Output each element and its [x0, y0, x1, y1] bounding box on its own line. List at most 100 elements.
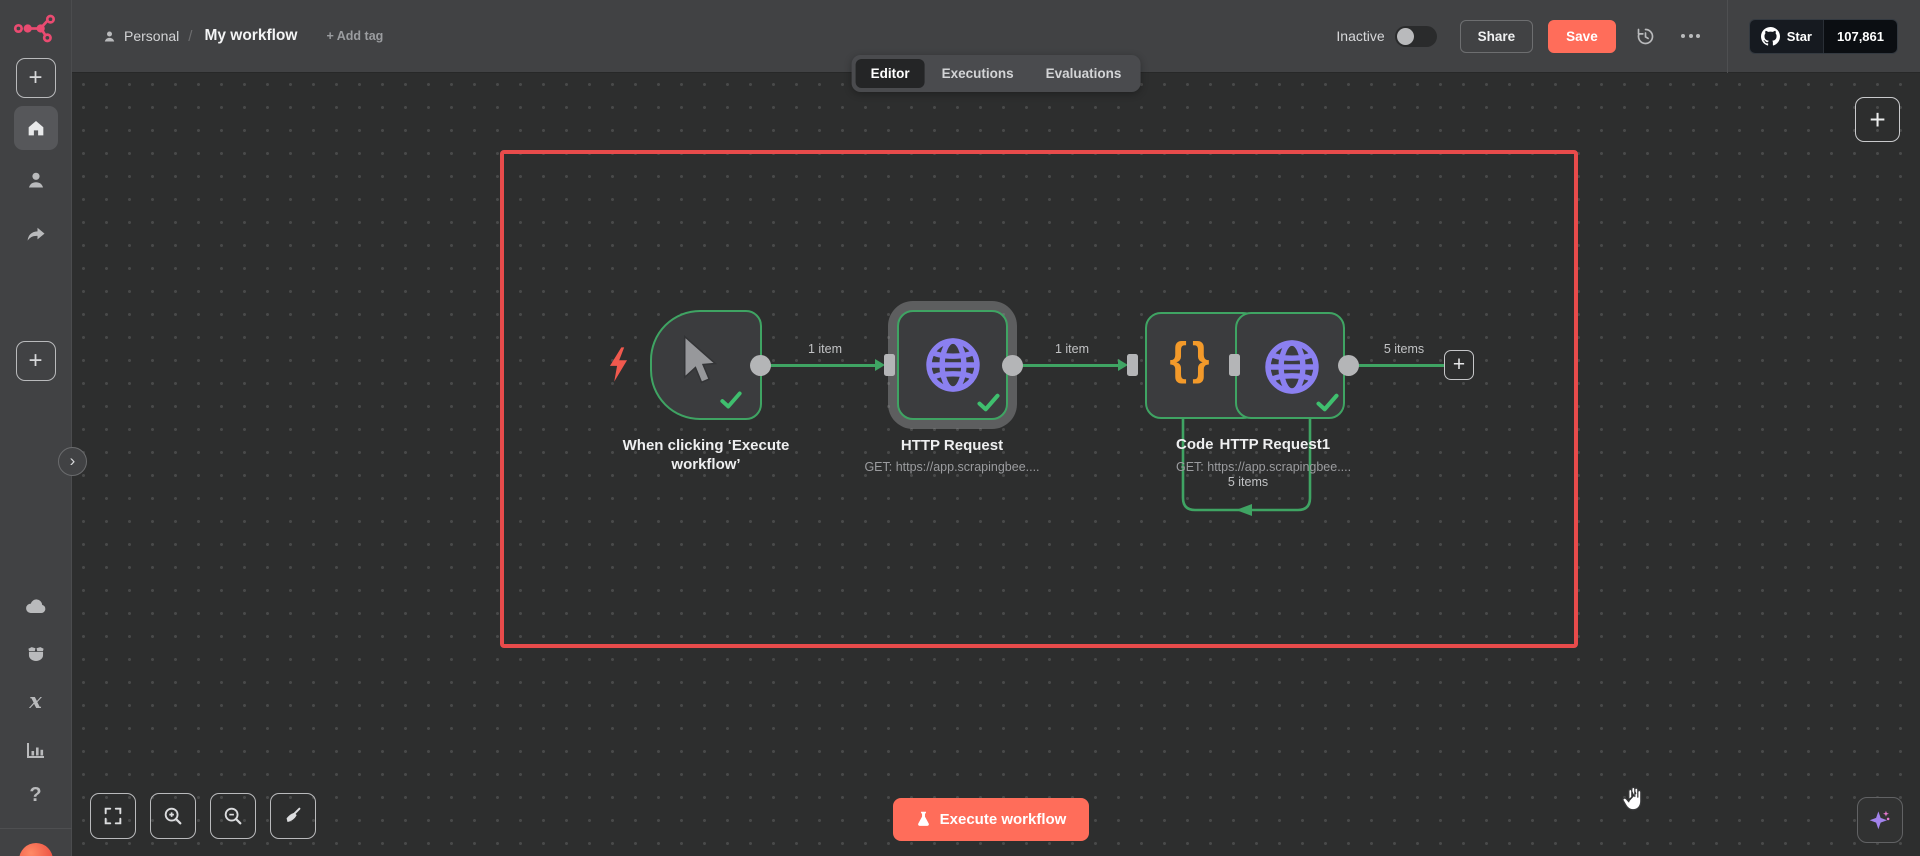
sidebar-item-overview[interactable] [13, 106, 58, 150]
sidebar-item-ninja[interactable] [23, 641, 49, 667]
connection-items-label: 1 item [1054, 342, 1090, 356]
connection-arrow [875, 359, 885, 371]
zoom-in-button[interactable] [150, 793, 196, 839]
workflow-title[interactable]: My workflow [204, 27, 298, 44]
output-handle[interactable] [750, 355, 771, 376]
view-tabs: Editor Executions Evaluations [851, 55, 1141, 92]
node-label-http-request1: HTTP Request1 [1219, 436, 1331, 453]
cursor-arrow-icon [683, 334, 718, 384]
sidebar-item-variables[interactable]: x [29, 688, 42, 713]
github-star-button[interactable]: Star [1749, 19, 1823, 53]
success-check-icon [720, 391, 742, 409]
success-check-icon [1316, 393, 1339, 412]
connection-wire[interactable] [1022, 364, 1122, 367]
sidebar-item-insights[interactable] [24, 738, 48, 762]
flask-icon [917, 811, 929, 826]
tab-editor[interactable]: Editor [855, 59, 925, 88]
node-http-request1[interactable] [1235, 312, 1345, 419]
connection-arrow [1118, 359, 1128, 371]
share-arrow-icon [27, 227, 44, 241]
ninja-mask-icon [27, 647, 44, 662]
ai-assistant-button[interactable] [1857, 797, 1903, 843]
node-label-trigger: When clicking ‘Execute workflow’ [622, 437, 790, 473]
connection-items-label: 5 items [1383, 342, 1425, 356]
sparkle-icon [1869, 810, 1890, 830]
history-clock-icon [1637, 28, 1654, 44]
loop-items-label: 5 items [1227, 475, 1269, 489]
header-actions: Inactive Share Save [1336, 0, 1898, 73]
sidebar-divider [0, 828, 72, 829]
execute-workflow-label: Execute workflow [939, 811, 1067, 828]
input-handle[interactable] [884, 354, 895, 376]
tidy-up-button[interactable] [270, 793, 316, 839]
connection-wire[interactable] [769, 364, 879, 367]
output-handle[interactable] [1338, 355, 1359, 376]
cloud-icon [25, 599, 45, 613]
add-connected-node-button[interactable]: + [1444, 350, 1474, 380]
ellipsis-icon [1681, 34, 1701, 38]
globe-icon [1265, 340, 1319, 394]
loop-connection-wire[interactable] [1172, 415, 1322, 519]
node-subtitle-http-request: GET: https://app.scrapingbee.... [864, 460, 1040, 474]
success-check-icon [977, 393, 1000, 412]
n8n-logo[interactable] [13, 13, 59, 44]
bar-chart-icon [26, 743, 44, 758]
sidebar-item-personal[interactable] [24, 168, 48, 192]
github-star-count[interactable]: 107,861 [1823, 19, 1897, 53]
sidebar-item-shared[interactable] [24, 222, 48, 246]
save-button[interactable]: Save [1548, 19, 1616, 53]
zoom-out-icon [224, 807, 242, 825]
node-http-request[interactable] [897, 310, 1008, 420]
tidy-up-broom-icon [286, 807, 301, 822]
left-sidebar: + + [0, 0, 72, 856]
header-divider [1726, 0, 1728, 73]
node-label-code: Code [1176, 436, 1214, 453]
fit-view-button[interactable] [90, 793, 136, 839]
tab-executions[interactable]: Executions [941, 66, 1014, 81]
selection-rectangle [500, 150, 1578, 648]
workflow-canvas[interactable]: 1 item 1 item {} [72, 73, 1920, 856]
github-star-label: Star [1786, 28, 1812, 44]
output-handle[interactable] [1002, 355, 1023, 376]
connection-wire[interactable] [1358, 364, 1446, 367]
add-node-button[interactable]: + [1855, 97, 1900, 142]
toggle-knob [1396, 27, 1414, 45]
github-star-widget[interactable]: Star 107,861 [1748, 18, 1898, 54]
share-button[interactable]: Share [1459, 19, 1534, 53]
input-handle[interactable] [1229, 354, 1240, 376]
zoom-out-button[interactable] [210, 793, 256, 839]
node-manual-trigger[interactable] [650, 310, 762, 420]
tab-evaluations[interactable]: Evaluations [1045, 66, 1122, 81]
zoom-in-icon [164, 807, 182, 825]
more-options-button[interactable] [1676, 21, 1706, 51]
create-workflow-button[interactable]: + [15, 58, 56, 98]
activation-status-label: Inactive [1336, 28, 1385, 44]
user-icon [104, 31, 115, 41]
connection-items-label: 1 item [807, 342, 843, 356]
sidebar-item-help[interactable]: ? [29, 784, 42, 806]
add-tag-button[interactable]: + Add tag [326, 29, 384, 43]
execute-workflow-button[interactable]: Execute workflow [893, 798, 1089, 841]
code-braces-icon: {} [1169, 333, 1215, 384]
node-label-pair: Code HTTP Request1 [1176, 436, 1330, 453]
sidebar-item-admin-panel[interactable] [23, 594, 49, 620]
fit-view-icon [104, 807, 122, 825]
hand-cursor [1622, 786, 1642, 811]
canvas-controls [90, 793, 316, 839]
add-project-button[interactable]: + [15, 341, 56, 381]
input-handle[interactable] [1127, 354, 1138, 376]
github-icon [1760, 26, 1780, 46]
breadcrumb-project[interactable]: Personal [102, 28, 179, 44]
node-subtitle-http-request1: GET: https://app.scrapingbee.... [1176, 460, 1352, 474]
workflow-history-button[interactable] [1631, 21, 1661, 51]
lightning-bolt-icon[interactable] [604, 346, 633, 383]
activation-toggle[interactable] [1394, 25, 1437, 47]
globe-icon [926, 338, 980, 392]
node-label-http-request: HTTP Request [900, 437, 1004, 454]
breadcrumb: Personal / My workflow + Add tag [102, 27, 383, 45]
breadcrumb-separator: / [188, 27, 193, 45]
user-avatar[interactable] [18, 843, 53, 856]
expand-sidebar-button[interactable]: › [58, 447, 87, 476]
home-icon [28, 120, 43, 136]
